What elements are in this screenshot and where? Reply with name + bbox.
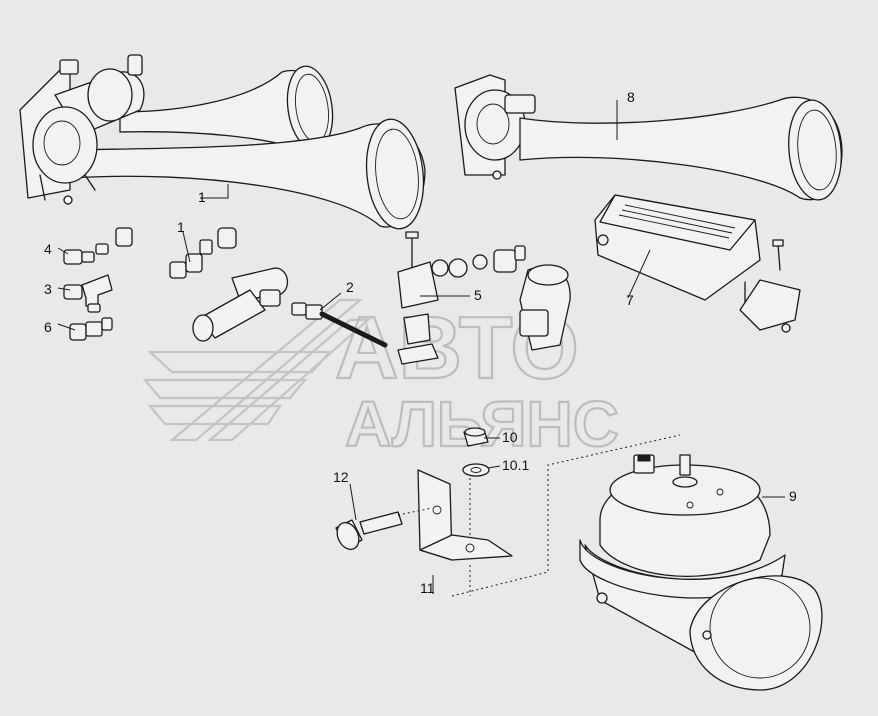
single-air-horn: [454, 74, 843, 201]
callout-11: 11: [420, 580, 435, 596]
watermark: АВТО АЛЬЯНС: [142, 297, 620, 461]
twin-air-horn-assembly: [19, 54, 426, 230]
callout-7: 7: [626, 292, 634, 308]
solenoid-valve: [397, 231, 571, 365]
callout-4: 4: [44, 241, 52, 257]
callout-12: 12: [333, 469, 349, 485]
callout-1-twin-horn: 1: [198, 189, 206, 205]
air-valve: [192, 267, 323, 342]
callout-3: 3: [44, 281, 52, 297]
fitting-1: [169, 227, 237, 279]
washer-10-1: [462, 463, 490, 477]
watermark-line2: АЛЬЯНС: [345, 388, 619, 460]
control-unit: [594, 194, 761, 301]
tee-fitting-3: [63, 274, 113, 313]
callout-1-fitting: 1: [177, 219, 185, 235]
callout-2: 2: [346, 279, 354, 295]
callout-6: 6: [44, 319, 52, 335]
leader-lines: [57, 100, 785, 597]
air-hose: [319, 311, 388, 348]
nut-10: [463, 427, 489, 447]
callout-10-1: 10.1: [502, 457, 529, 473]
fitting-4: [63, 227, 133, 265]
fitting-6: [69, 317, 113, 341]
watermark-logo-icon: [142, 298, 371, 442]
callout-10: 10: [502, 429, 518, 445]
electric-horn: [579, 454, 823, 691]
mounting-bracket-small: [739, 239, 801, 333]
l-bracket: [417, 469, 513, 561]
callout-9: 9: [789, 488, 797, 504]
callout-8: 8: [627, 89, 635, 105]
callout-5: 5: [474, 287, 482, 303]
bolt: [335, 511, 403, 551]
